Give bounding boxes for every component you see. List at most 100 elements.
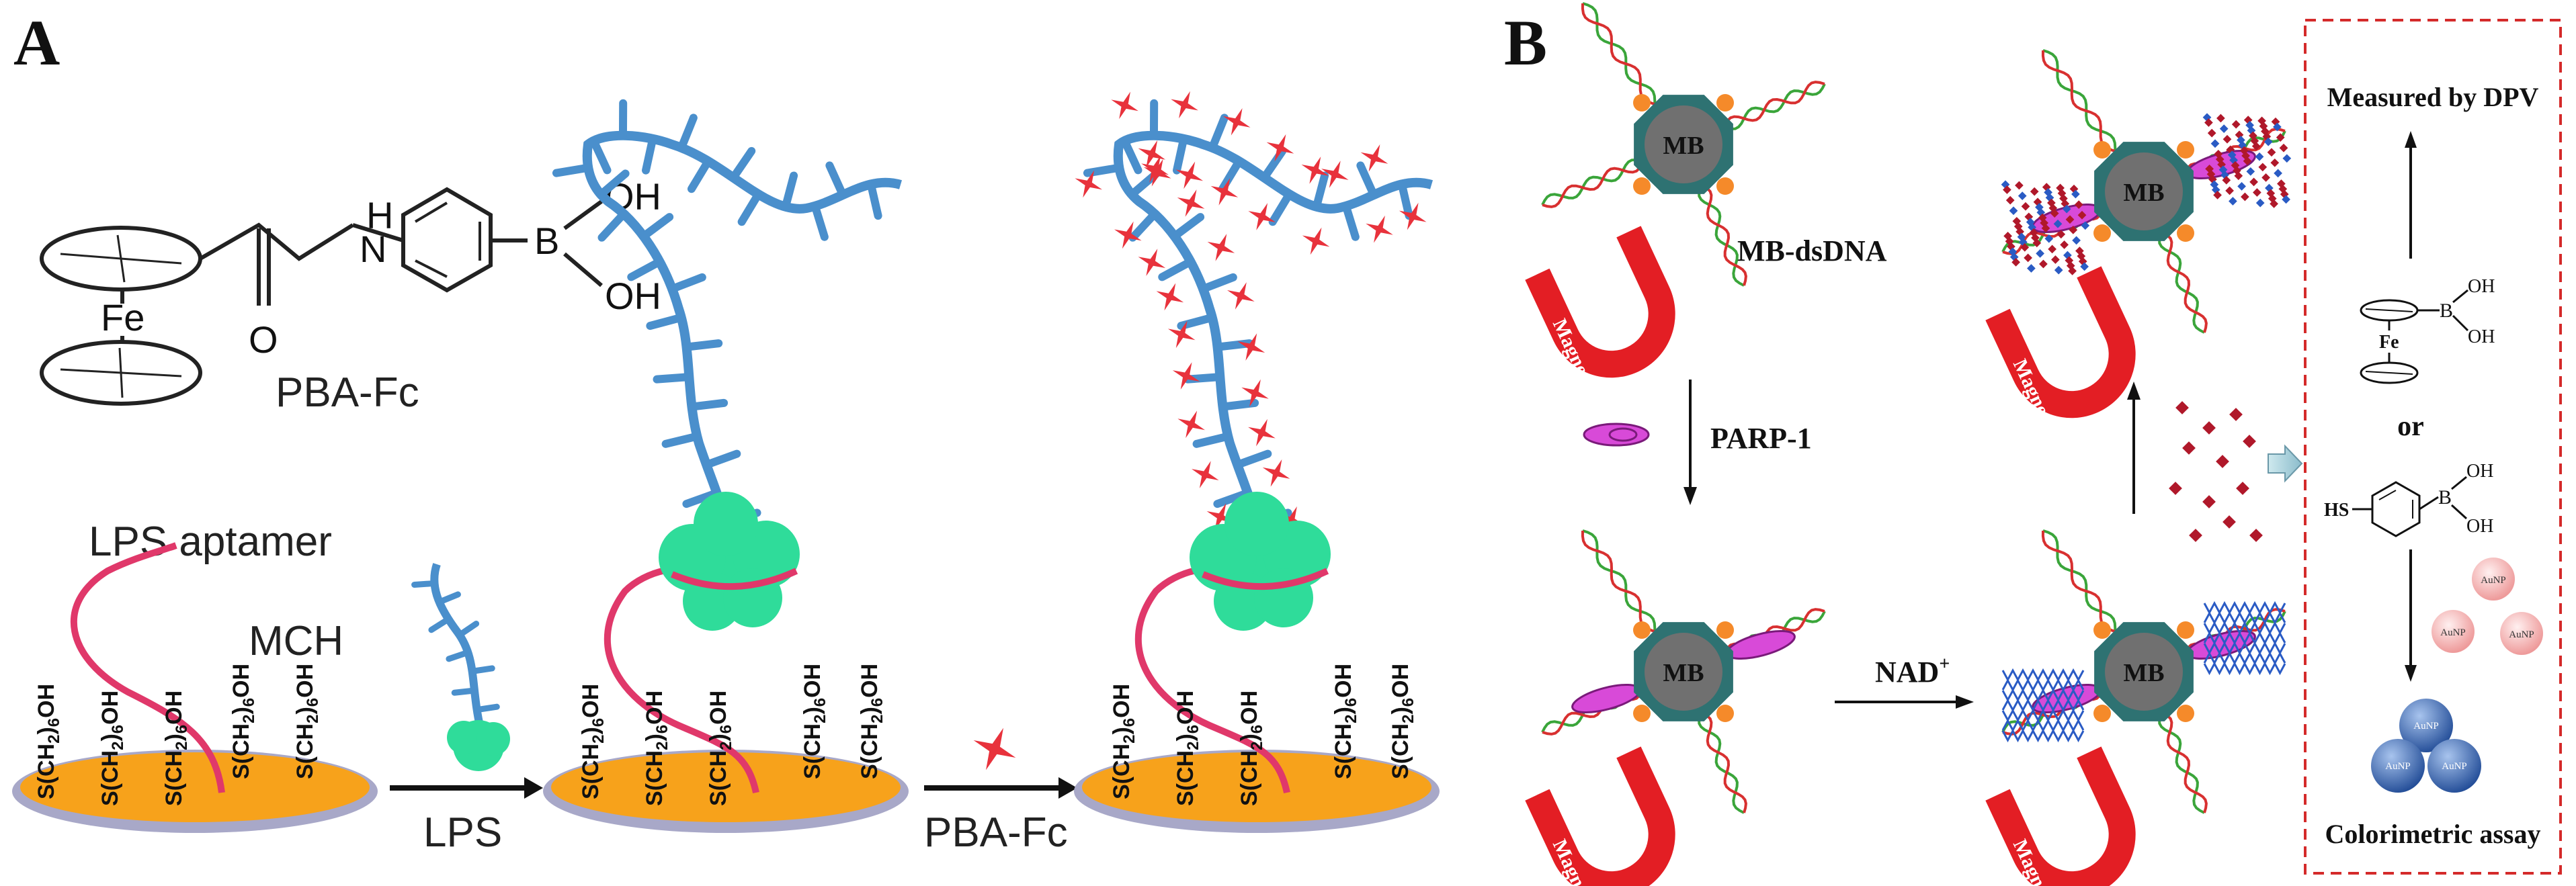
magnet-icon: Magnet <box>1985 266 2136 425</box>
nad-particle <box>2169 482 2182 495</box>
pba-fc-star <box>1278 506 1305 534</box>
pba-fc-star <box>1192 461 1219 488</box>
or-label: or <box>2397 411 2424 442</box>
fe-atom-label: Fe <box>101 296 144 339</box>
lps-side-chain <box>1199 273 1237 294</box>
pba-fc-star <box>1360 144 1388 172</box>
parp-bound <box>1726 630 1796 660</box>
pba-fc-star <box>1172 362 1200 390</box>
thiol-label: S(CH2)6OH <box>228 664 258 779</box>
nad-particle <box>2249 529 2263 542</box>
nad-particle <box>2222 515 2236 529</box>
nad-particle <box>2216 455 2229 468</box>
lps-side-chain <box>1192 432 1233 448</box>
pba-fc-star <box>1210 178 1239 206</box>
pba-fc-star <box>1248 203 1276 230</box>
lps-side-chain <box>1120 136 1142 175</box>
thiol-label: S(CH2)6OH <box>1109 684 1138 799</box>
pba-fc-star <box>1111 91 1138 120</box>
arrow-pbafc <box>924 777 1077 799</box>
aunp-agg-label-2: AuNP <box>2385 761 2411 772</box>
nad-particle <box>2202 495 2216 508</box>
pba-fc-star <box>1167 320 1196 349</box>
arrow-to-dpv <box>2405 131 2417 259</box>
lps-side-chain <box>1356 161 1378 200</box>
nad-particle <box>2182 441 2196 455</box>
mb-core <box>1645 633 1722 711</box>
poly-adp-ribose <box>2203 601 2286 676</box>
pba-fc-star <box>1302 227 1330 255</box>
pba-fc-star <box>1156 283 1184 311</box>
mch-label: MCH <box>249 618 343 664</box>
pba-fc-star <box>1138 249 1166 276</box>
thiol-label: S(CH2)6OH <box>161 691 191 806</box>
free-nad-particles <box>2169 401 2263 542</box>
pba-fc-star <box>1301 157 1329 184</box>
aunp-agg-label-1: AuNP <box>2413 721 2439 732</box>
mercaptophenyl-boronic-acid <box>2352 476 2468 537</box>
mb-dsdna-label: MB-dsDNA <box>1737 234 1887 267</box>
thiol-label: S(CH2)6OH <box>800 664 829 779</box>
pba-fc-star <box>1241 379 1269 407</box>
mb-core <box>1645 105 1722 183</box>
pba-fc-star <box>1206 503 1235 531</box>
lps-side-chain <box>729 146 756 182</box>
aunp-dispersed: AuNP AuNP AuNP <box>2432 558 2543 655</box>
aunp-label-1: AuNP <box>2481 575 2506 586</box>
n-atom-label: N <box>360 228 386 270</box>
electrode-1 <box>12 750 378 833</box>
pba-fc-star <box>1175 161 1204 189</box>
pba-fc-star <box>1114 221 1142 249</box>
lps-bound-3 <box>1075 91 1434 631</box>
arrow-lps <box>390 777 543 799</box>
lps-aptamer-label: LPS aptamer <box>89 519 332 565</box>
lps-side-chain <box>1218 157 1243 193</box>
lps-side-chain <box>469 665 495 674</box>
lps-side-chain <box>737 190 763 226</box>
thiol-label: S(CH2)6OH <box>34 684 63 799</box>
aunp-label-3: AuNP <box>2509 629 2534 640</box>
arrow-parp-down <box>1684 380 1697 505</box>
mb-core <box>2105 633 2183 711</box>
nad-particle <box>2229 408 2243 421</box>
thiol-label: S(CH2)6OH <box>1388 664 1417 779</box>
h-atom-label: H <box>366 194 393 236</box>
thiol-label: S(CH2)6OH <box>1237 691 1266 806</box>
pba-fc-star <box>1141 155 1169 183</box>
mpba-b-label: B <box>2438 486 2452 508</box>
lps-bound-2 <box>552 99 903 631</box>
parp-enzyme-icon <box>1583 423 1650 447</box>
arrow-up <box>2127 382 2141 514</box>
pba-fc-star <box>1222 108 1251 136</box>
thiol-group-2: S(CH2)6OHS(CH2)6OHS(CH2)6OHS(CH2)6OHS(CH… <box>578 664 886 806</box>
thiol-group-1: S(CH2)6OHS(CH2)6OHS(CH2)6OHS(CH2)6OHS(CH… <box>34 664 322 806</box>
poly-adp-ribose <box>2001 668 2085 743</box>
parp-bound <box>1571 684 1641 713</box>
aptamer-strand-1 <box>70 542 225 793</box>
lps-side-chain <box>428 616 452 633</box>
lps-side-chain <box>668 273 706 294</box>
lps-side-chain <box>1397 180 1413 220</box>
mpba-oh-bottom: OH <box>2466 516 2493 537</box>
thiol-label: S(CH2)6OH <box>642 691 671 806</box>
thiol-label: S(CH2)6OH <box>706 691 735 806</box>
lps-side-chain <box>687 157 712 193</box>
pba-fc-star <box>973 727 1016 770</box>
fc-b-label: B <box>2440 300 2453 322</box>
lps-side-chain <box>627 257 664 281</box>
pba-fc-star <box>1171 91 1198 119</box>
lps-side-chain <box>1158 257 1195 281</box>
mpba-oh-top: OH <box>2466 461 2493 482</box>
lps-side-chain <box>1173 134 1188 175</box>
measured-label: Measured by DPV <box>2327 82 2539 112</box>
nad-particle <box>2243 435 2256 448</box>
panel-a-letter: A <box>13 7 60 79</box>
lps-side-chain <box>677 114 698 152</box>
pba-fc-star <box>1138 140 1166 168</box>
lps-side-chain <box>682 488 721 508</box>
lps-side-chain <box>1213 488 1252 508</box>
lps-side-chain <box>1312 171 1329 211</box>
